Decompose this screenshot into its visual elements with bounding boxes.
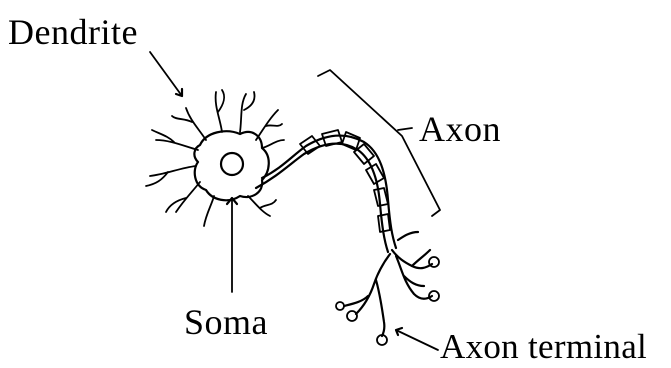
axon <box>256 130 396 252</box>
dendrites <box>146 90 284 226</box>
soma <box>194 131 268 200</box>
nucleus <box>221 153 243 175</box>
axon-terminal-label: Axon terminal <box>440 329 647 364</box>
dendrite-label: Dendrite <box>8 14 138 50</box>
axon-label: Axon <box>419 111 501 147</box>
dendrite-arrow <box>150 52 182 96</box>
axon-terminal-arrow <box>396 328 438 350</box>
soma-arrow <box>227 198 237 292</box>
soma-label: Soma <box>184 304 268 340</box>
